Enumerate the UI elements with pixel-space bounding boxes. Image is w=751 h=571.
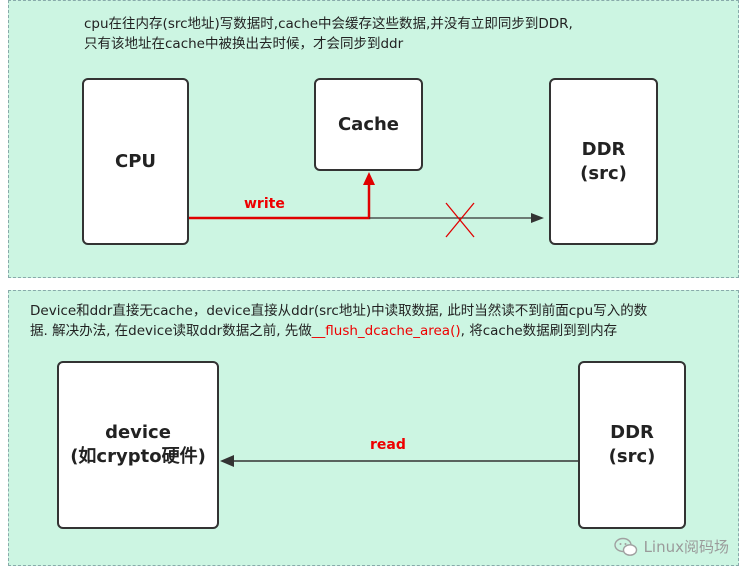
device-box: device (如crypto硬件): [57, 361, 219, 529]
write-label: write: [244, 196, 285, 212]
watermark-text: Linux阅码场: [643, 538, 729, 556]
read-arrow-head: [220, 455, 234, 467]
cpu-write-note-line1: cpu在往内存(src地址)写数据时,cache中会缓存这些数据,并没有立即同步…: [84, 16, 573, 32]
cpu-box: CPU: [82, 78, 189, 245]
ddr-box-bottom: DDR (src): [578, 361, 686, 529]
note-text-post: , 将cache数据刷到到内存: [460, 323, 618, 339]
flush-dcache-function: __flush_dcache_area(): [311, 323, 461, 339]
cache-box: Cache: [314, 78, 423, 171]
ddr-box-top: DDR (src): [549, 78, 658, 245]
blocked-cross-2: [445, 202, 475, 238]
sync-arrow-head: [531, 213, 544, 223]
device-read-note-line1: Device和ddr直接无cache，device直接从ddr(src地址)中读…: [30, 303, 648, 319]
write-arrow: [189, 182, 371, 220]
note-text-pre: 据. 解决办法, 在device读取ddr数据之前, 先做: [30, 323, 312, 339]
device-read-note: Device和ddr直接无cache，device直接从ddr(src地址)中读…: [30, 301, 647, 341]
cpu-write-note: cpu在往内存(src地址)写数据时,cache中会缓存这些数据,并没有立即同步…: [84, 14, 573, 54]
wechat-icon: [613, 537, 637, 556]
device-read-note-line2: 据. 解决办法, 在device读取ddr数据之前, 先做__flush_dca…: [30, 321, 647, 341]
write-arrow-head: [363, 172, 375, 185]
watermark: Linux阅码场: [613, 536, 729, 557]
cpu-write-note-line2: 只有该地址在cache中被换出去时候，才会同步到ddr: [84, 36, 404, 52]
read-label: read: [370, 437, 406, 453]
